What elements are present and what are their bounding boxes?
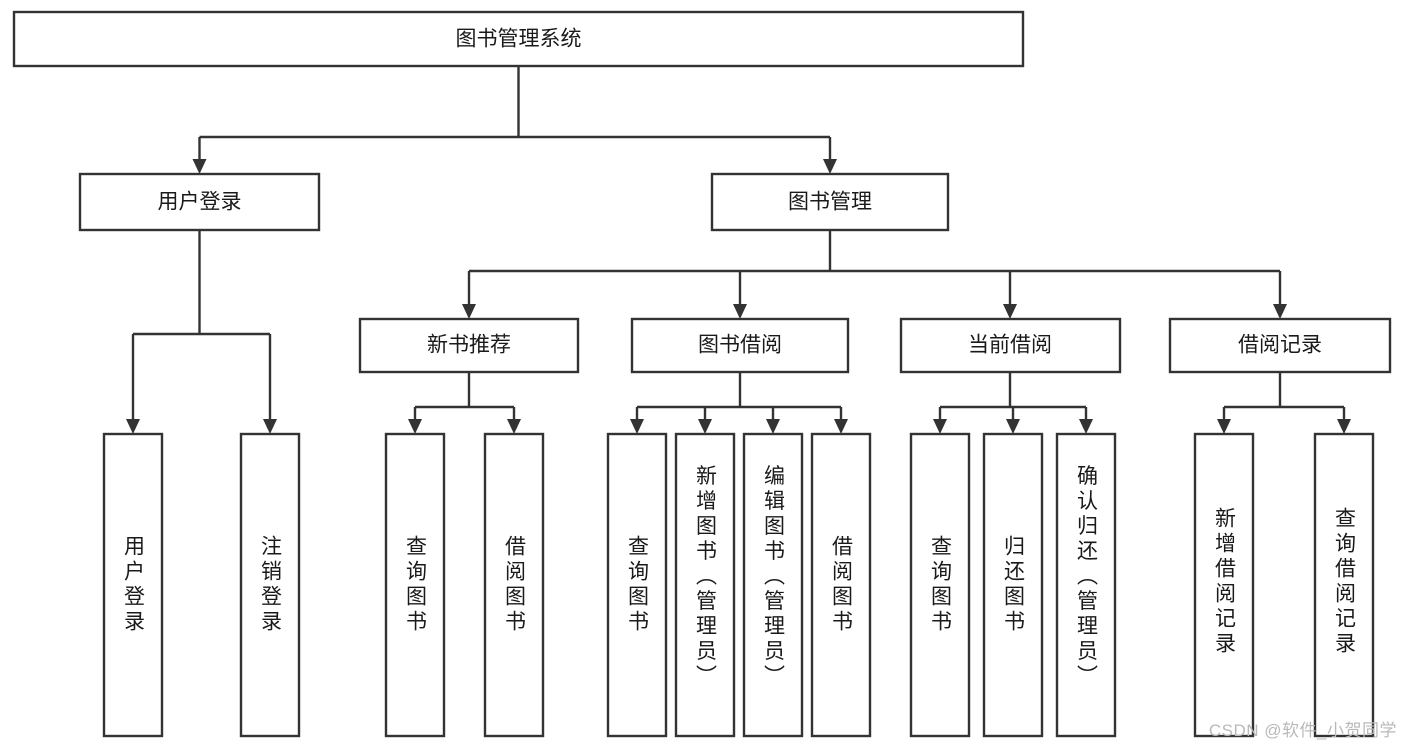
- connector-root-to-level2: [192, 66, 837, 174]
- connector-user-login-to-leaves: [126, 230, 277, 434]
- arrowhead-leaf-query-book-2: [630, 419, 644, 434]
- node-leaf-query-book-3-label: 查询图书: [929, 535, 953, 635]
- arrowhead-leaf-return-book: [1006, 419, 1020, 434]
- node-leaf-query-record-label: 查询借阅记录: [1333, 507, 1357, 657]
- node-leaf-user-login[interactable]: 用户登录: [102, 432, 164, 738]
- arrowhead-leaf-query-book-3: [933, 419, 947, 434]
- node-current-borrow-label: 当前借阅: [968, 334, 1052, 357]
- arrowhead-current-borrow: [1003, 304, 1017, 319]
- node-book-borrow-box: [630, 317, 850, 374]
- node-leaf-query-book-2-box: [606, 432, 668, 738]
- node-book-manage-label: 图书管理: [788, 191, 872, 214]
- node-leaf-return-book[interactable]: 归还图书: [982, 432, 1044, 738]
- node-leaf-confirm-return-label: 确认归还（管理员）: [1075, 465, 1099, 690]
- node-leaf-confirm-return[interactable]: 确认归还（管理员）: [1055, 432, 1117, 738]
- node-root[interactable]: 图书管理系统: [12, 10, 1025, 68]
- node-leaf-query-book-2-label: 查询图书: [626, 535, 650, 635]
- node-leaf-borrow-book-1-box: [483, 432, 545, 738]
- node-leaf-borrow-book-2[interactable]: 借阅图书: [810, 432, 872, 738]
- arrowhead-new-book-rec: [462, 304, 476, 319]
- arrowhead-book-borrow: [733, 304, 747, 319]
- node-leaf-query-record-box: [1313, 432, 1375, 738]
- arrowhead-leaf-user-login: [126, 419, 140, 434]
- node-leaf-logout-label: 注销登录: [259, 535, 283, 635]
- node-user-login-label: 用户登录: [158, 191, 242, 214]
- node-leaf-edit-book[interactable]: 编辑图书（管理员）: [742, 432, 804, 738]
- node-current-borrow-box: [899, 317, 1122, 374]
- connector-book-borrow-to-leaves: [630, 372, 848, 434]
- node-leaf-edit-book-label: 编辑图书（管理员）: [762, 465, 786, 690]
- node-leaf-borrow-book-1[interactable]: 借阅图书: [483, 432, 545, 738]
- node-leaf-add-book[interactable]: 新增图书（管理员）: [674, 432, 736, 738]
- arrowhead-leaf-query-record: [1337, 419, 1351, 434]
- node-new-book-rec-label: 新书推荐: [427, 334, 511, 357]
- node-book-borrow[interactable]: 图书借阅: [630, 317, 850, 374]
- arrowhead-leaf-add-record: [1217, 419, 1231, 434]
- node-leaf-query-book-2[interactable]: 查询图书: [606, 432, 668, 738]
- node-new-book-rec-box: [358, 317, 580, 374]
- node-user-login-box: [78, 172, 321, 232]
- node-book-manage[interactable]: 图书管理: [710, 172, 950, 232]
- node-leaf-query-book-1-box: [384, 432, 446, 738]
- node-leaf-add-record[interactable]: 新增借阅记录: [1193, 432, 1255, 738]
- node-book-borrow-label: 图书借阅: [698, 334, 782, 357]
- arrowhead-leaf-borrow-book-2: [834, 419, 848, 434]
- connector-new-book-rec-to-leaves: [408, 372, 521, 434]
- node-borrow-record[interactable]: 借阅记录: [1168, 317, 1392, 374]
- node-root-label: 图书管理系统: [456, 28, 582, 51]
- node-leaf-edit-book-box: [742, 432, 804, 738]
- node-leaf-query-book-1[interactable]: 查询图书: [384, 432, 446, 738]
- node-leaf-user-login-box: [102, 432, 164, 738]
- arrowhead-leaf-edit-book: [766, 419, 780, 434]
- arrowhead-leaf-add-book: [698, 419, 712, 434]
- node-leaf-return-book-box: [982, 432, 1044, 738]
- arrowhead-leaf-query-book-1: [408, 419, 422, 434]
- node-borrow-record-box: [1168, 317, 1392, 374]
- node-leaf-add-record-box: [1193, 432, 1255, 738]
- node-new-book-rec[interactable]: 新书推荐: [358, 317, 580, 374]
- node-leaf-borrow-book-1-label: 借阅图书: [503, 535, 527, 635]
- arrowhead-user-login: [192, 159, 207, 174]
- node-leaf-query-book-3[interactable]: 查询图书: [909, 432, 971, 738]
- node-leaf-add-book-box: [674, 432, 736, 738]
- arrowhead-borrow-record: [1273, 304, 1287, 319]
- connector-borrow-record-to-leaves: [1217, 372, 1351, 434]
- node-leaf-add-book-label: 新增图书（管理员）: [694, 465, 718, 690]
- node-current-borrow[interactable]: 当前借阅: [899, 317, 1122, 374]
- node-leaf-borrow-book-2-label: 借阅图书: [830, 535, 854, 635]
- node-leaf-logout-box: [239, 432, 301, 738]
- node-user-login[interactable]: 用户登录: [78, 172, 321, 232]
- node-leaf-borrow-book-2-box: [810, 432, 872, 738]
- arrowhead-leaf-logout: [263, 419, 277, 434]
- node-book-manage-box: [710, 172, 950, 232]
- arrowhead-leaf-confirm-return: [1079, 419, 1093, 434]
- node-root-box: [12, 10, 1025, 68]
- node-leaf-logout[interactable]: 注销登录: [239, 432, 301, 738]
- node-leaf-query-book-1-label: 查询图书: [404, 535, 428, 635]
- connector-current-borrow-to-leaves: [933, 372, 1093, 434]
- node-leaf-query-book-3-box: [909, 432, 971, 738]
- node-leaf-return-book-label: 归还图书: [1002, 535, 1026, 635]
- arrowhead-book-manage: [823, 159, 837, 174]
- arrowhead-leaf-borrow-book-1: [507, 419, 521, 434]
- node-leaf-confirm-return-box: [1055, 432, 1117, 738]
- node-borrow-record-label: 借阅记录: [1238, 334, 1322, 357]
- node-leaf-add-record-label: 新增借阅记录: [1213, 507, 1237, 657]
- node-leaf-user-login-label: 用户登录: [122, 535, 146, 635]
- connector-book-manage-to-level3: [462, 230, 1287, 319]
- node-leaf-query-record[interactable]: 查询借阅记录: [1313, 432, 1375, 738]
